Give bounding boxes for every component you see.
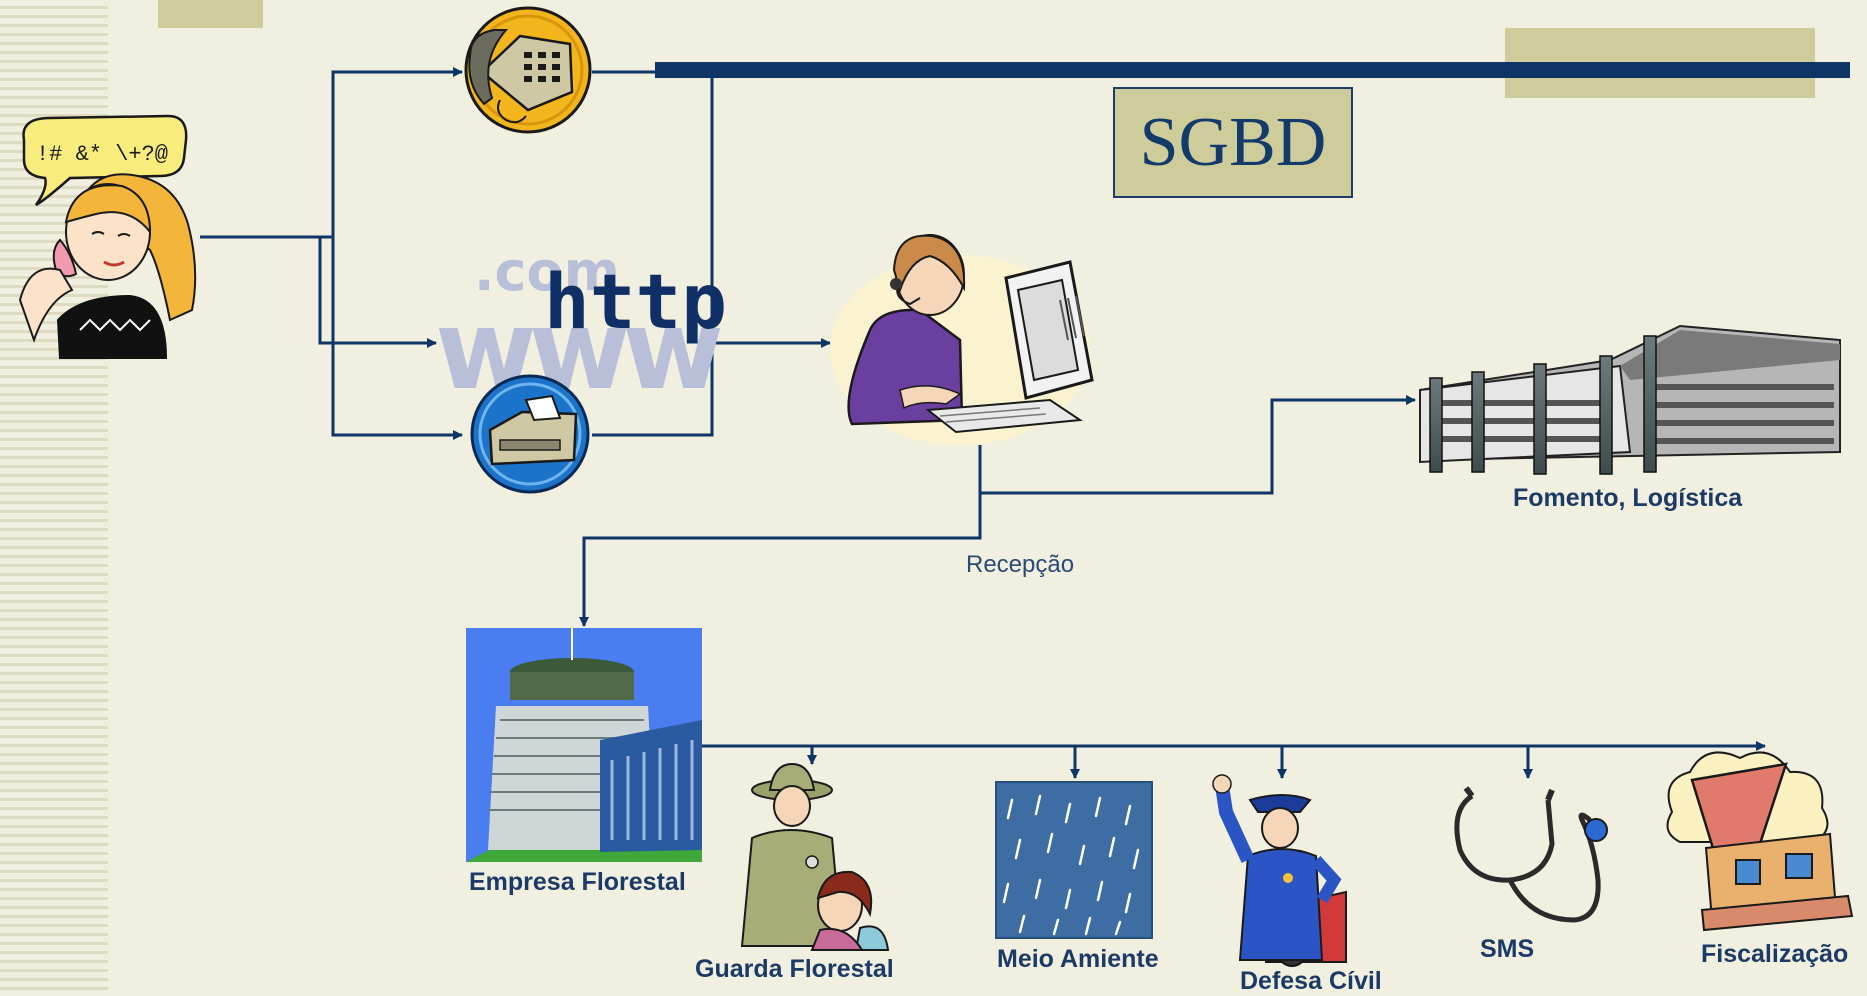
parliament-icon	[466, 628, 702, 862]
caller-icon: !# &* \+?@	[18, 114, 197, 359]
connector-to-phone	[331, 67, 463, 237]
web-http: http	[544, 257, 727, 346]
sgbd-title: SGBD	[1139, 103, 1327, 181]
connector-phone-out	[592, 70, 714, 437]
label-fomento: Fomento, Logística	[1513, 484, 1743, 512]
ranger-icon	[740, 762, 890, 951]
web-com: .com	[474, 240, 620, 303]
caller-speech: !# &* \+?@	[36, 142, 168, 167]
connector-to-empresa	[579, 493, 982, 627]
connector-to-fomento	[978, 395, 1416, 495]
label-sms: SMS	[1480, 935, 1535, 963]
stethoscope-icon	[1454, 786, 1608, 923]
connector-to-fax	[331, 237, 463, 440]
fax-icon	[470, 374, 590, 494]
web-icon: www .com http	[435, 240, 728, 414]
label-reception: Recepção	[966, 551, 1075, 578]
accent-block-top	[158, 0, 263, 28]
building-icon	[1419, 324, 1841, 475]
title-bar	[655, 62, 1850, 78]
inspection-house-icon	[1666, 751, 1854, 932]
label-defesa: Defesa Cívil	[1240, 967, 1382, 995]
label-guarda: Guarda Florestal	[695, 955, 894, 983]
police-icon	[1212, 774, 1347, 967]
telephone-icon	[464, 6, 592, 134]
receptionist-icon	[830, 234, 1094, 445]
label-meio: Meio Amiente	[997, 945, 1159, 973]
label-empresa: Empresa Florestal	[469, 868, 686, 896]
web-www: www	[435, 286, 720, 414]
label-fiscalizacao: Fiscalização	[1701, 940, 1849, 968]
connector-to-web	[318, 237, 437, 348]
sgbd-title-box: SGBD	[1113, 87, 1353, 198]
connectors	[200, 67, 1766, 779]
rain-icon	[995, 781, 1153, 939]
